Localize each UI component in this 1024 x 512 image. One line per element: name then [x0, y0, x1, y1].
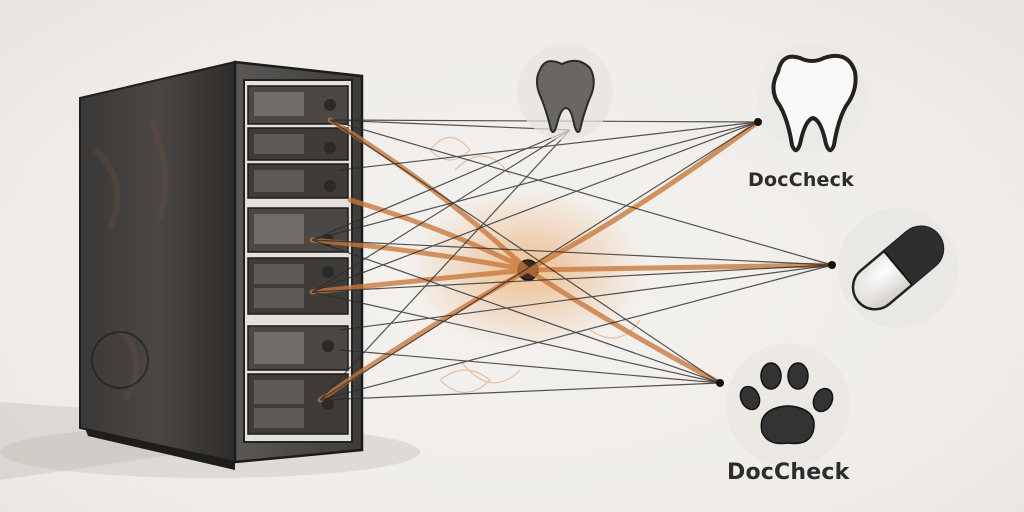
- doccheck-label-top: DocCheck: [748, 169, 854, 191]
- connection-lines-dark: [311, 119, 833, 401]
- server-unit-3: [247, 163, 349, 199]
- server-unit-1: [247, 85, 349, 125]
- server-unit-6: [247, 325, 349, 371]
- endpoint-dots: [716, 118, 836, 387]
- server-unit-5: [247, 257, 349, 315]
- paw-icon: [726, 343, 850, 467]
- doccheck-label-bottom: DocCheck: [727, 460, 850, 485]
- tooth-icon: [517, 44, 613, 140]
- server-unit-7: [247, 373, 349, 435]
- connection-lines-orange: [309, 117, 835, 403]
- server-unit-2: [247, 127, 349, 161]
- server-rack-icon: [79, 60, 364, 470]
- server-unit-4: [247, 207, 349, 253]
- capsule-icon: [838, 208, 958, 328]
- tooth-icon: [757, 43, 867, 153]
